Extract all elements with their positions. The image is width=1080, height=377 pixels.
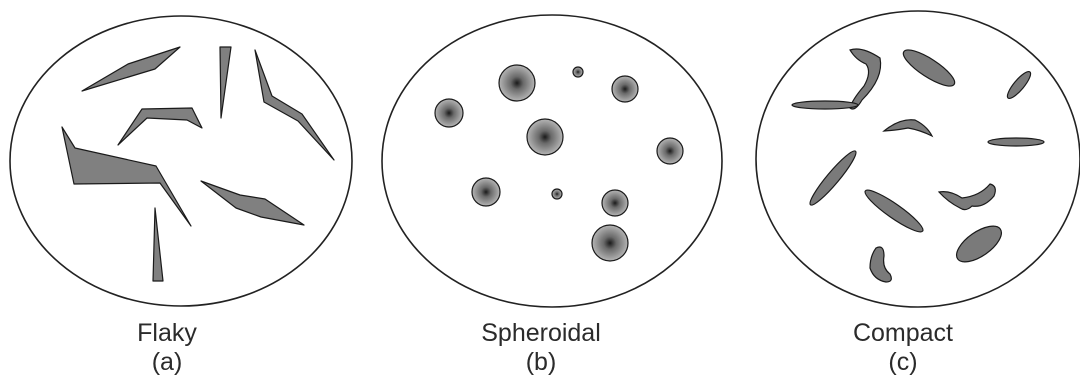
panel-flaky: Flaky (a): [10, 16, 352, 376]
panel-spheroidal-name: Spheroidal: [481, 319, 601, 347]
spheroidal-particle: [602, 190, 628, 216]
panel-compact-name: Compact: [853, 319, 953, 347]
spheroidal-particle: [527, 119, 563, 155]
panel-compact-label: (c): [888, 348, 917, 376]
panel-compact: Compact (c): [756, 11, 1080, 376]
panel-flaky-name: Flaky: [137, 319, 197, 347]
spheroidal-particle: [552, 189, 562, 199]
panel-flaky-label: (a): [152, 348, 183, 376]
spheroidal-particle: [435, 99, 463, 127]
spheroidal-particle: [499, 65, 535, 101]
compact-particle: [792, 101, 858, 109]
spheroidal-particle: [472, 178, 500, 206]
compact-particle: [988, 138, 1044, 146]
spheroidal-particle: [573, 67, 583, 77]
spheroidal-particle: [592, 225, 628, 261]
spheroidal-particle: [612, 76, 638, 102]
panel-spheroidal-label: (b): [526, 348, 557, 376]
spheroidal-particle: [657, 138, 683, 164]
panel-spheroidal: Spheroidal (b): [382, 15, 722, 376]
panel-flaky-boundary: [10, 16, 352, 306]
